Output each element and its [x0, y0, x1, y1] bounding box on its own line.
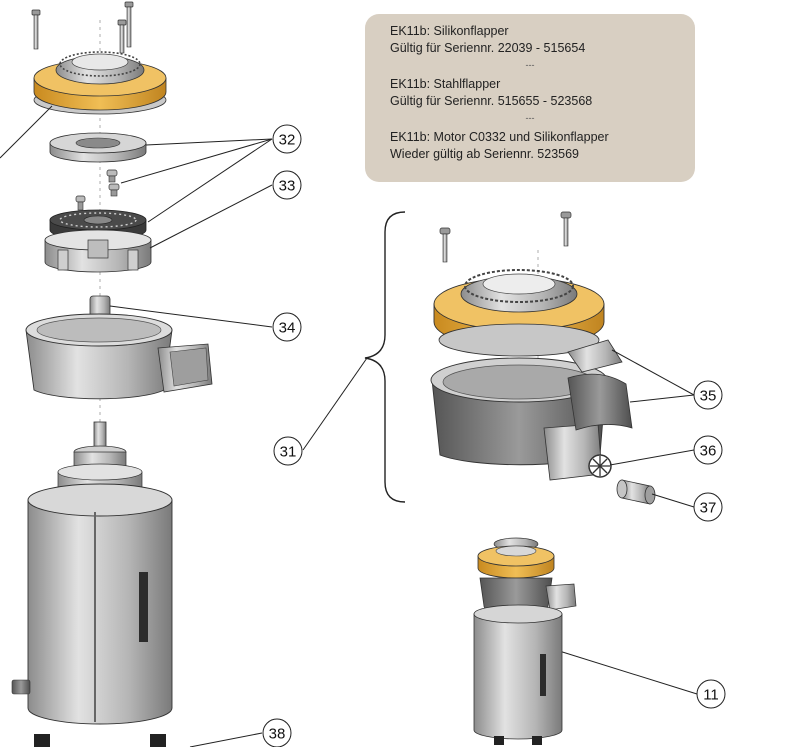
callout-37: 37	[693, 492, 723, 522]
callout-label-33: 33	[279, 178, 296, 195]
callout-34: 34	[272, 312, 302, 342]
flappers	[567, 339, 633, 431]
screws-top-left	[31, 1, 134, 54]
part-37-sleeve	[616, 479, 656, 505]
screws-top-right	[439, 211, 572, 263]
info-block-1-title: EK11b: Silikonflapper	[390, 24, 509, 38]
callout-31: 31	[273, 436, 303, 466]
callout-label-35: 35	[700, 388, 717, 405]
callout-label-32: 32	[279, 132, 296, 149]
assembled-grinder	[473, 537, 577, 745]
leader-lines-left	[109, 138, 273, 328]
leader-line-31	[302, 357, 368, 451]
callout-35: 35	[693, 380, 723, 410]
info-block-2-serial: Gültig für Seriennr. 515655 - 523568	[390, 94, 593, 108]
grinder-housing-left	[25, 295, 213, 400]
leader-line-ring-left	[0, 105, 53, 159]
callout-label-38: 38	[269, 726, 286, 743]
callout-32: 32	[272, 124, 302, 154]
info-block-2-title: EK11b: Stahlflapper	[390, 77, 501, 91]
callout-36: 36	[693, 435, 723, 465]
burr-ring-right	[433, 269, 605, 357]
callout-11: 11	[696, 679, 726, 709]
leader-lines-right	[539, 349, 698, 695]
burr-carrier	[44, 229, 152, 273]
info-block-3-serial: Wieder gültig ab Seriennr. 523569	[390, 147, 580, 161]
callout-33: 33	[272, 170, 302, 200]
info-separator-1: ---	[525, 60, 535, 70]
info-separator-2: ---	[525, 113, 535, 123]
part-36-wheel	[588, 454, 612, 478]
callout-label-11: 11	[703, 687, 719, 704]
callout-label-37: 37	[700, 500, 717, 517]
upper-burr	[49, 132, 147, 163]
group-brace	[364, 211, 406, 503]
callout-label-31: 31	[280, 444, 297, 461]
grinder-housing-right	[430, 357, 608, 481]
small-screws	[75, 169, 120, 211]
info-block-3-title: EK11b: Motor C0332 und Silikonflapper	[390, 130, 609, 144]
callout-label-34: 34	[279, 320, 296, 337]
leader-line-38	[189, 732, 263, 747]
burr-ring-top-left	[33, 51, 167, 115]
info-block-1-serial: Gültig für Seriennr. 22039 - 515654	[390, 41, 586, 55]
callout-label-36: 36	[700, 443, 717, 460]
motor-body-left	[11, 483, 173, 747]
callout-38: 38	[262, 718, 292, 747]
serial-info-box: EK11b: Silikonflapper Gültig für Serienn…	[365, 14, 695, 182]
